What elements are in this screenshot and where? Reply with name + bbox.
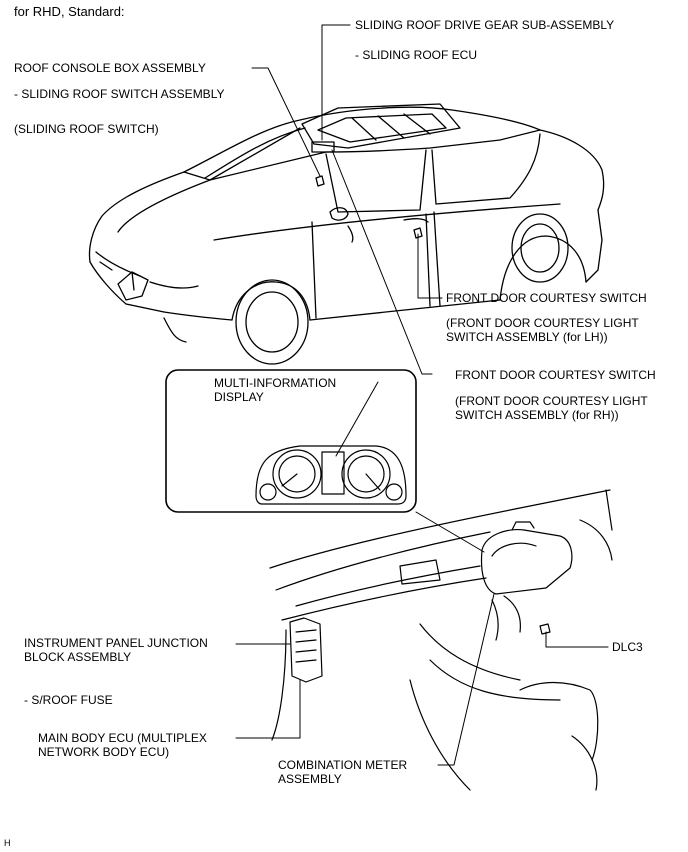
- label-mid-2: DISPLAY: [214, 390, 264, 404]
- label-door-switch-rh-detail-1: (FRONT DOOR COURTESY LIGHT: [455, 394, 648, 408]
- label-main-ecu-1: MAIN BODY ECU (MULTIPLEX: [38, 731, 207, 745]
- car-illustration: [88, 103, 605, 365]
- label-door-switch-lh-detail-1: (FRONT DOOR COURTESY LIGHT: [446, 316, 639, 330]
- label-combo-meter-2: ASSEMBLY: [278, 772, 342, 786]
- label-drive-gear: SLIDING ROOF DRIVE GEAR SUB-ASSEMBLY: [355, 18, 615, 32]
- label-door-switch-lh: FRONT DOOR COURTESY SWITCH: [446, 291, 647, 305]
- label-dlc3: DLC3: [612, 640, 643, 654]
- label-door-switch-rh-detail-2: SWITCH ASSEMBLY (for RH)): [455, 408, 619, 422]
- label-console-box: ROOF CONSOLE BOX ASSEMBLY: [14, 61, 206, 75]
- dashboard-illustration: [269, 489, 613, 791]
- label-ip-junction-2: BLOCK ASSEMBLY: [24, 650, 132, 664]
- label-roof-ecu: - SLIDING ROOF ECU: [355, 48, 478, 62]
- label-door-switch-lh-detail-2: SWITCH ASSEMBLY (for LH)): [446, 330, 608, 344]
- label-mid-1: MULTI-INFORMATION: [214, 376, 337, 390]
- label-sroof-fuse: - S/ROOF FUSE: [24, 693, 113, 707]
- label-switch-assy: - SLIDING ROOF SWITCH ASSEMBLY: [14, 87, 225, 101]
- label-ip-junction-1: INSTRUMENT PANEL JUNCTION: [24, 636, 208, 650]
- leader-lines: [235, 24, 609, 766]
- diagram-header: for RHD, Standard:: [14, 4, 125, 19]
- meter-inset: [165, 369, 417, 513]
- label-combo-meter-1: COMBINATION METER: [278, 758, 408, 772]
- label-main-ecu-2: NETWORK BODY ECU): [38, 745, 170, 759]
- footer-code: H: [4, 838, 11, 848]
- label-switch-paren: (SLIDING ROOF SWITCH): [14, 122, 159, 136]
- label-door-switch-rh: FRONT DOOR COURTESY SWITCH: [455, 368, 656, 382]
